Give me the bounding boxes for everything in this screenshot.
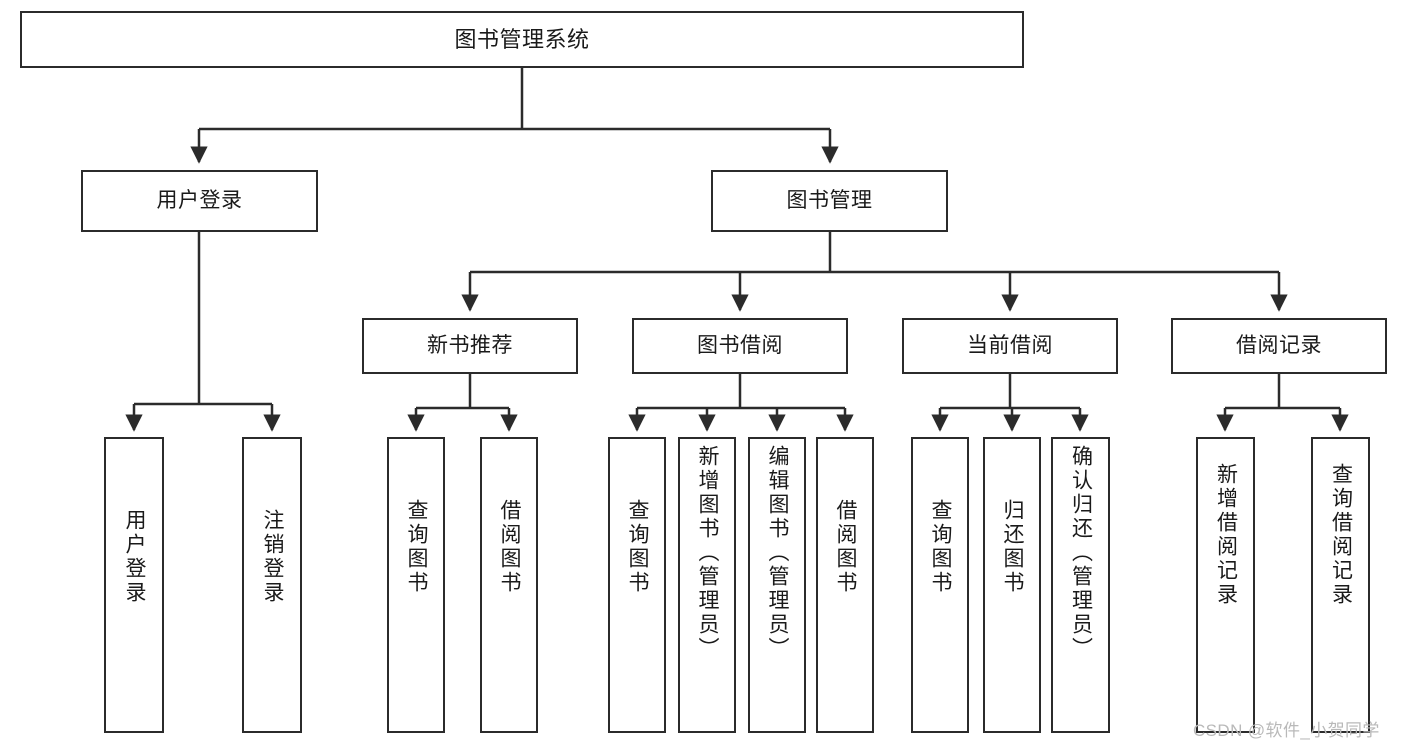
node-label: 新增图书（管理员）: [696, 445, 720, 661]
node-leaf-borrow-book-bor[interactable]: 借阅图书: [816, 437, 874, 733]
node-label: 查询图书: [626, 499, 650, 595]
node-label: 当前借阅: [967, 333, 1053, 357]
node-label: 查询图书: [929, 499, 953, 595]
node-leaf-query-book-cur[interactable]: 查询图书: [911, 437, 969, 733]
node-label: 新增借阅记录: [1214, 463, 1238, 607]
node-leaf-query-book-rec[interactable]: 查询图书: [387, 437, 445, 733]
node-leaf-user-login[interactable]: 用户登录: [104, 437, 164, 733]
node-leaf-query-record[interactable]: 查询借阅记录: [1311, 437, 1370, 733]
node-label: 图书管理系统: [454, 26, 590, 52]
node-label: 借阅图书: [498, 499, 522, 595]
node-label: 查询图书: [405, 499, 429, 595]
node-label: 归还图书: [1001, 499, 1025, 595]
node-root[interactable]: 图书管理系统: [20, 11, 1024, 68]
node-book-manage[interactable]: 图书管理: [711, 170, 948, 232]
node-leaf-confirm-return[interactable]: 确认归还（管理员）: [1051, 437, 1110, 733]
node-label: 图书管理: [786, 188, 873, 212]
node-leaf-query-book-bor[interactable]: 查询图书: [608, 437, 666, 733]
node-label: 用户登录: [123, 509, 147, 605]
node-leaf-edit-book[interactable]: 编辑图书（管理员）: [748, 437, 806, 733]
node-user-login[interactable]: 用户登录: [81, 170, 318, 232]
node-label: 用户登录: [156, 188, 243, 212]
node-borrow-record[interactable]: 借阅记录: [1171, 318, 1387, 374]
node-label: 图书借阅: [697, 333, 783, 357]
node-current-borrow[interactable]: 当前借阅: [902, 318, 1118, 374]
node-leaf-add-record[interactable]: 新增借阅记录: [1196, 437, 1255, 733]
node-label: 借阅记录: [1236, 333, 1322, 357]
node-new-book-rec[interactable]: 新书推荐: [362, 318, 578, 374]
node-label: 编辑图书（管理员）: [766, 445, 790, 661]
node-label: 确认归还（管理员）: [1069, 445, 1093, 661]
node-leaf-borrow-book-rec[interactable]: 借阅图书: [480, 437, 538, 733]
node-label: 新书推荐: [427, 333, 513, 357]
node-book-borrow[interactable]: 图书借阅: [632, 318, 848, 374]
csdn-watermark: CSDN @软件_小贺同学: [1193, 721, 1380, 740]
node-leaf-add-book[interactable]: 新增图书（管理员）: [678, 437, 736, 733]
node-label: 注销登录: [261, 509, 285, 605]
node-label: 借阅图书: [834, 499, 858, 595]
node-label: 查询借阅记录: [1329, 463, 1353, 607]
node-leaf-return-book[interactable]: 归还图书: [983, 437, 1041, 733]
node-leaf-logout[interactable]: 注销登录: [242, 437, 302, 733]
